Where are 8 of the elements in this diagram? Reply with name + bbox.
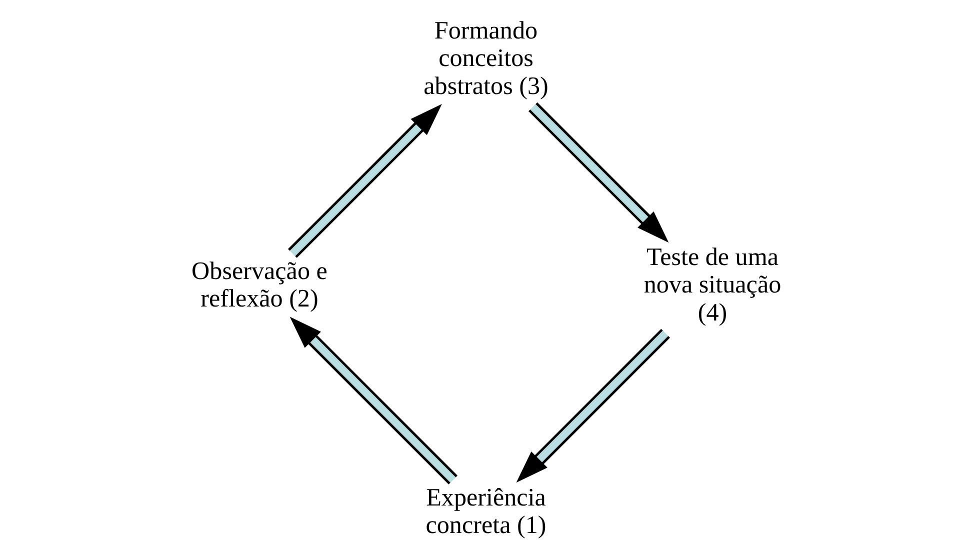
node-text: Experiência concreta (1) bbox=[425, 484, 546, 540]
node-text: Teste de uma nova situação (4) bbox=[643, 244, 781, 326]
arrow bbox=[288, 104, 442, 258]
arrow bbox=[289, 316, 457, 484]
node-text: Formando conceitos abstratos (3) bbox=[423, 18, 548, 100]
node-text: Observação e reflexão (2) bbox=[191, 258, 327, 312]
arrow bbox=[516, 328, 670, 483]
arrow bbox=[528, 102, 668, 243]
